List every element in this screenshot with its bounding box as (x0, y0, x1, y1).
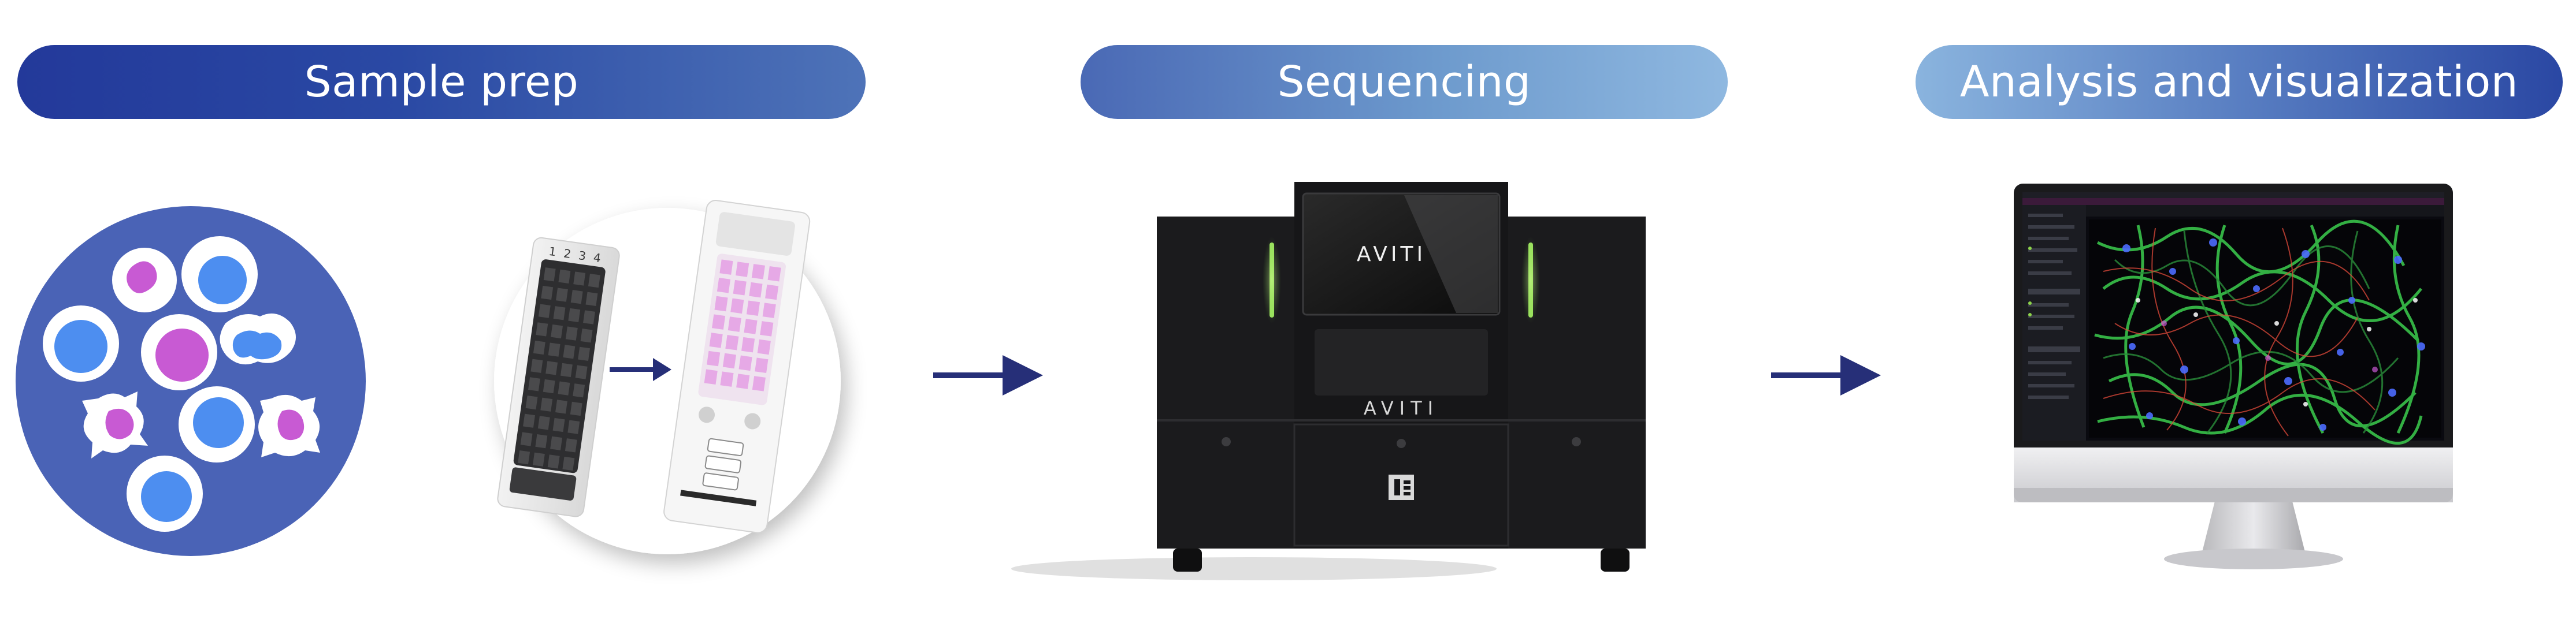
cell (258, 394, 320, 457)
stage-pill-sequencing: Sequencing (1081, 45, 1728, 119)
analysis-monitor-icon (2014, 184, 2453, 569)
lane-number-labels: 1 2 3 4 (548, 244, 602, 265)
stage-label-analysis: Analysis and visualization (1959, 57, 2519, 107)
cell (112, 248, 177, 312)
stage-pill-sample-prep: Sample prep (17, 45, 866, 119)
cell-culture-icon (16, 206, 366, 556)
lane-number: 1 (548, 244, 557, 259)
cell (141, 314, 217, 390)
cell (127, 456, 203, 532)
cell (181, 236, 258, 312)
right-arrow-icon (933, 355, 1043, 396)
stage-pill-analysis: Analysis and visualization (1916, 45, 2563, 119)
right-arrow-icon (1771, 355, 1881, 396)
screen-logo: AVITI (1357, 243, 1426, 266)
lane-number: 4 (592, 251, 602, 266)
cell (220, 313, 296, 365)
flow-cell-slide-icon: 1 2 3 4 (494, 200, 841, 554)
cell (43, 305, 119, 382)
cell (179, 386, 255, 463)
stage-label-sample-prep: Sample prep (304, 57, 579, 107)
sequencer-instrument-icon: AVITI AVITI (1011, 182, 1646, 580)
stage-label-sequencing: Sequencing (1277, 57, 1531, 107)
right-arrow-icon (610, 358, 671, 381)
cell (82, 391, 148, 458)
front-logo: AVITI (1364, 397, 1439, 419)
lane-number: 3 (578, 248, 587, 263)
lane-number: 2 (563, 246, 572, 261)
